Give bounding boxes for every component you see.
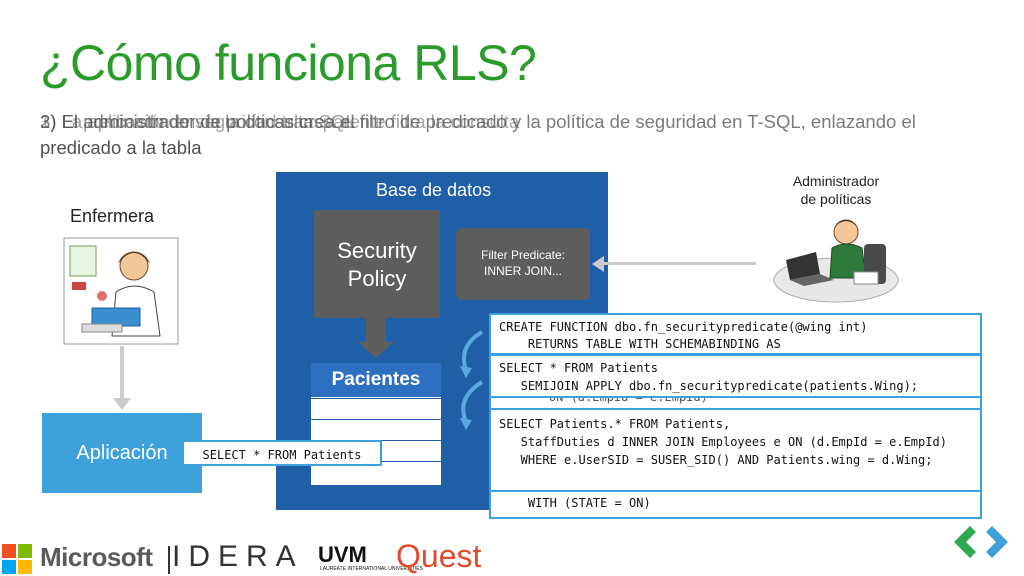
subtitle-step-1: 1) El predicado de seguridad transparent… (40, 111, 520, 132)
subtitle-line-2: predicado a la tabla (40, 137, 202, 158)
admin-illustration-icon (773, 219, 899, 303)
rewritten-query-code-box: SELECT Patients.* FROM Patients, StaffDu… (489, 408, 982, 492)
database-label: Base de datos (376, 180, 492, 200)
filter-predicate-box: Filter Predicate: INNER JOIN... (456, 228, 590, 300)
policy-to-table-arrowhead (358, 342, 394, 358)
security-policy-line-1: Security (337, 238, 417, 263)
security-policy-box: Security Policy (314, 210, 440, 318)
filter-predicate-label: Filter Predicate: (480, 248, 566, 262)
filter-predicate-value: INNER JOIN... (483, 264, 562, 278)
quest-logo-text: Quest (396, 538, 482, 574)
code-brackets-logo-icon (954, 526, 1008, 558)
nurse-label: Enfermera (70, 206, 155, 226)
nurse-to-app-arrowhead (113, 398, 131, 410)
rewritten-line-1: SELECT Patients.* FROM Patients, (499, 417, 731, 431)
state-on-code-line: WITH (STATE = ON) (499, 496, 651, 510)
semijoin-line-1: SELECT * FROM Patients (499, 361, 658, 375)
admin-label-line-1: Administrador (792, 173, 880, 189)
uvm-logo-text: UVM (318, 542, 367, 567)
rewritten-line-2: StaffDuties d INNER JOIN Employees e ON … (499, 435, 947, 449)
admin-label: Administrador de políticas (770, 172, 902, 208)
rewritten-line-3: WHERE e.UserSID = SUSER_SID() AND Patien… (499, 453, 933, 467)
security-policy-line-2: Policy (347, 266, 407, 291)
logo-separator (168, 546, 170, 574)
patients-table-header: Pacientes (311, 363, 441, 397)
admin-label-line-2: de políticas (800, 191, 872, 207)
idera-logo-text: IDERA (172, 540, 304, 573)
nurse-to-app-arrow (120, 346, 124, 400)
subtitle-step-2: 2) La aplicación envía la consulta SQL (40, 111, 356, 132)
subtitle-step-3: 3) El administrador de políticas crea el… (40, 111, 916, 132)
policy-to-table-arrow (366, 318, 386, 344)
uvm-logo-subtext: LAUREATE INTERNATIONAL UNIVERSITIES (320, 566, 423, 572)
slide-subtitle: 3) El administrador de políticas crea el… (40, 108, 1000, 158)
app-query-box: SELECT * FROM Patients (182, 440, 382, 466)
create-function-code-box: CREATE FUNCTION dbo.fn_securitypredicate… (489, 313, 982, 355)
table-row (311, 398, 441, 419)
admin-to-filter-arrowhead (592, 256, 604, 272)
query-flow-arrows-icon (460, 330, 484, 430)
microsoft-logo-text: Microsoft (40, 542, 153, 572)
create-function-line-2: RETURNS TABLE WITH SCHEMABINDING AS (499, 337, 781, 351)
admin-to-filter-arrow (604, 262, 756, 265)
microsoft-logo-icon (2, 544, 32, 574)
slide-title: ¿Cómo funciona RLS? (40, 35, 537, 91)
table-row (311, 419, 441, 440)
create-function-line-1: CREATE FUNCTION dbo.fn_securitypredicate… (499, 320, 868, 334)
application-box: Aplicación (42, 413, 202, 493)
nurse-illustration-icon (63, 237, 179, 345)
semijoin-line-2: SEMIJOIN APPLY dbo.fn_securitypredicate(… (499, 379, 919, 393)
sponsor-logos: Microsoft IDERA UVM LAUREATE INTERNATION… (0, 536, 1024, 576)
semijoin-code-box: SELECT * FROM Patients SEMIJOIN APPLY db… (489, 354, 982, 398)
